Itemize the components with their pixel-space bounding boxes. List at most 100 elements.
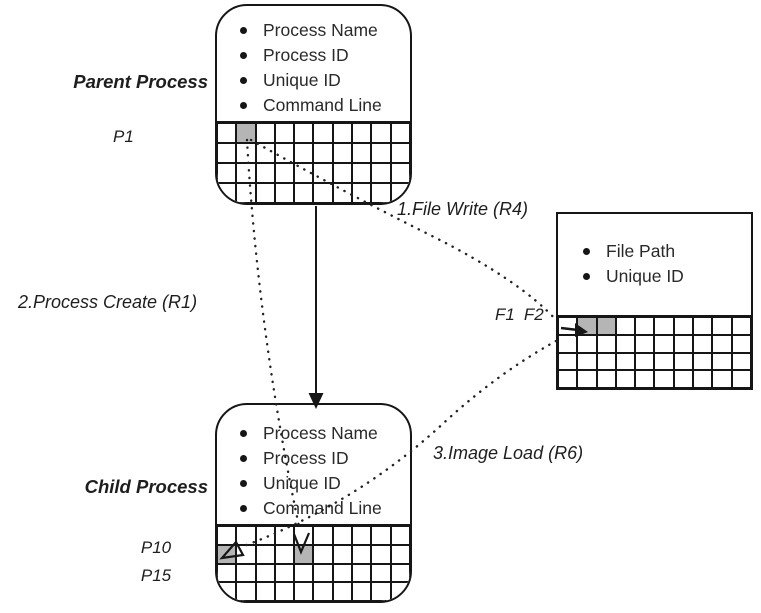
grid-cell <box>693 370 713 388</box>
grid-cell <box>731 370 751 388</box>
grid-cell <box>352 183 372 203</box>
grid-cell <box>635 370 655 388</box>
attribute-item: Unique ID <box>237 471 382 496</box>
child-row-label-p10: P10 <box>140 538 172 557</box>
grid-cell <box>274 183 295 203</box>
grid-cell <box>731 334 751 353</box>
grid-cell <box>558 334 578 353</box>
edge-label-image-load: 3.Image Load (R6) <box>433 443 584 463</box>
grid-cell <box>294 563 314 583</box>
grid-cell <box>274 163 295 183</box>
grid-cell <box>255 123 275 143</box>
grid-cell <box>313 582 333 601</box>
attribute-item: Process ID <box>237 43 382 68</box>
grid-cell <box>371 163 391 183</box>
grid-cell <box>274 526 295 545</box>
grid-cell <box>255 526 275 545</box>
grid-cell <box>371 563 391 583</box>
grid-cell <box>332 163 353 183</box>
grid-cell <box>371 544 391 564</box>
grid-cell <box>371 582 391 601</box>
grid-cell-shaded <box>217 544 237 564</box>
grid-cell <box>274 123 295 143</box>
process-create-solid-arrow <box>308 206 324 409</box>
grid-cell <box>390 163 410 183</box>
grid-cell <box>673 334 694 353</box>
grid-cell <box>294 123 314 143</box>
grid-cell <box>313 163 333 183</box>
grid-cell <box>596 352 616 371</box>
parent-row-label-p1: P1 <box>113 127 134 146</box>
grid-cell <box>236 183 256 203</box>
grid-cell <box>577 352 597 371</box>
grid-cell <box>371 526 391 545</box>
grid-cell <box>255 582 275 601</box>
grid-cell <box>352 582 372 601</box>
grid-cell <box>615 370 636 388</box>
grid-cell <box>255 183 275 203</box>
attribute-item: File Path <box>580 239 684 264</box>
grid-cell <box>654 317 674 335</box>
grid-cell <box>332 123 353 143</box>
grid-cell <box>274 143 295 163</box>
grid-cell <box>390 123 410 143</box>
parent-process-title: Parent Process <box>73 71 208 92</box>
child-row-label-p15: P15 <box>140 566 172 585</box>
grid-cell <box>236 143 256 163</box>
grid-cell <box>313 143 333 163</box>
grid-cell <box>217 183 237 203</box>
grid-cell <box>332 544 353 564</box>
grid-cell <box>313 563 333 583</box>
grid-cell <box>255 163 275 183</box>
grid-cell <box>390 563 410 583</box>
grid-cell <box>615 352 636 371</box>
grid-cell <box>693 317 713 335</box>
grid-cell <box>332 563 353 583</box>
grid-cell <box>673 352 694 371</box>
grid-cell <box>371 143 391 163</box>
grid-cell <box>217 163 237 183</box>
grid-cell <box>731 352 751 371</box>
grid-cell <box>294 582 314 601</box>
grid-cell-shaded <box>577 317 597 335</box>
grid-cell <box>313 183 333 203</box>
grid-cell <box>332 582 353 601</box>
parent-record-grid <box>217 121 410 203</box>
grid-cell <box>236 526 256 545</box>
grid-cell <box>577 370 597 388</box>
grid-cell <box>255 544 275 564</box>
grid-cell <box>558 352 578 371</box>
grid-cell <box>615 334 636 353</box>
grid-cell <box>577 334 597 353</box>
grid-cell-shaded <box>236 123 256 143</box>
grid-cell <box>371 183 391 203</box>
file-col-label-f1: F1 <box>495 305 515 324</box>
grid-cell <box>217 143 237 163</box>
grid-cell <box>236 563 256 583</box>
grid-cell <box>390 582 410 601</box>
grid-cell <box>712 370 732 388</box>
grid-cell <box>558 317 578 335</box>
grid-cell <box>352 163 372 183</box>
grid-cell-shaded <box>294 544 314 564</box>
grid-cell <box>635 352 655 371</box>
grid-cell-shaded <box>596 317 616 335</box>
grid-cell <box>693 352 713 371</box>
grid-cell <box>332 143 353 163</box>
attribute-item: Command Line <box>237 496 382 521</box>
grid-cell <box>274 563 295 583</box>
attribute-item: Process ID <box>237 446 382 471</box>
grid-cell <box>217 526 237 545</box>
grid-cell <box>673 370 694 388</box>
file-record-grid <box>558 315 751 388</box>
grid-cell <box>274 544 295 564</box>
grid-cell <box>558 370 578 388</box>
grid-cell <box>236 544 256 564</box>
grid-cell <box>255 143 275 163</box>
